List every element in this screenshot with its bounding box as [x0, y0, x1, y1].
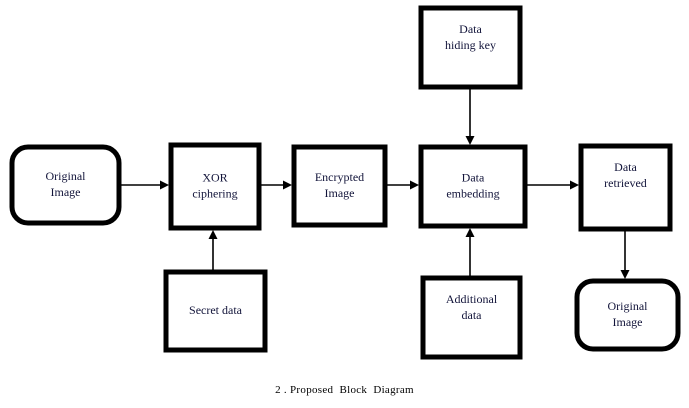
- node-label-original-image-input: Image: [51, 185, 81, 199]
- arrowhead-icon: [570, 180, 579, 190]
- edges-layer: [119, 87, 630, 279]
- node-label-original-image-output: Original: [608, 299, 649, 313]
- edge-data-embedding-to-data-retrieved: [525, 180, 579, 190]
- node-label-data-hiding-key: hiding key: [445, 38, 496, 52]
- node-data-retrieved[interactable]: Data retrieved: [578, 143, 673, 232]
- node-label-additional-data: data: [462, 308, 483, 322]
- edge-additional-data-to-data-embedding: [465, 228, 475, 278]
- node-label-data-retrieved: Data: [614, 160, 637, 174]
- node-shape-xor-ciphering: [168, 142, 262, 231]
- node-label-original-image-output: Image: [613, 315, 643, 329]
- edge-encrypted-image-to-data-embedding: [385, 180, 419, 190]
- node-label-xor-ciphering: XOR: [202, 170, 227, 184]
- node-shape-data-embedding: [418, 144, 528, 229]
- arrowhead-icon: [465, 228, 475, 237]
- node-additional-data[interactable]: Additional data: [420, 275, 523, 360]
- arrowhead-icon: [410, 180, 419, 190]
- node-shape-original-image-output: [574, 278, 681, 352]
- node-data-embedding[interactable]: Data embedding: [418, 144, 528, 229]
- node-secret-data[interactable]: Secret data: [163, 269, 268, 353]
- node-label-additional-data: Additional: [446, 292, 498, 306]
- node-label-data-retrieved: retrieved: [604, 176, 647, 190]
- node-label-data-embedding: embedding: [446, 186, 499, 200]
- arrowhead-icon: [208, 230, 218, 239]
- node-shape-data-retrieved: [578, 143, 673, 232]
- node-data-hiding-key[interactable]: Data hiding key: [418, 5, 523, 90]
- node-shape-secret-data: [163, 269, 268, 353]
- node-label-xor-ciphering: ciphering: [192, 186, 237, 200]
- arrowhead-icon: [465, 136, 475, 145]
- node-shape-additional-data: [420, 275, 523, 360]
- edge-secret-data-to-xor: [208, 230, 218, 272]
- node-label-data-embedding: Data: [462, 170, 485, 184]
- node-shape-original-image-input: [9, 144, 122, 226]
- arrowhead-icon: [283, 180, 292, 190]
- node-label-original-image-input: Original: [46, 169, 87, 183]
- figure-caption: 2 . Proposed Block Diagram: [275, 384, 414, 396]
- edge-data-retrieved-to-original-image: [620, 229, 630, 279]
- edge-xor-to-encrypted-image: [259, 180, 292, 190]
- node-xor-ciphering[interactable]: XOR ciphering: [168, 142, 262, 231]
- arrowhead-icon: [620, 270, 630, 279]
- arrowhead-icon: [160, 180, 169, 190]
- node-label-encrypted-image: Encrypted: [315, 170, 364, 184]
- nodes-layer: OriginalImageXORcipheringEncryptedImageD…: [9, 5, 681, 360]
- node-label-encrypted-image: Image: [325, 186, 355, 200]
- edge-data-hiding-key-to-data-embedding: [465, 87, 475, 145]
- node-label-secret-data: Secret data: [189, 303, 243, 317]
- node-shape-encrypted-image: [291, 144, 388, 228]
- node-label-data-hiding-key: Data: [459, 22, 482, 36]
- edge-original-image-to-xor: [119, 180, 169, 190]
- node-shape-data-hiding-key: [418, 5, 523, 90]
